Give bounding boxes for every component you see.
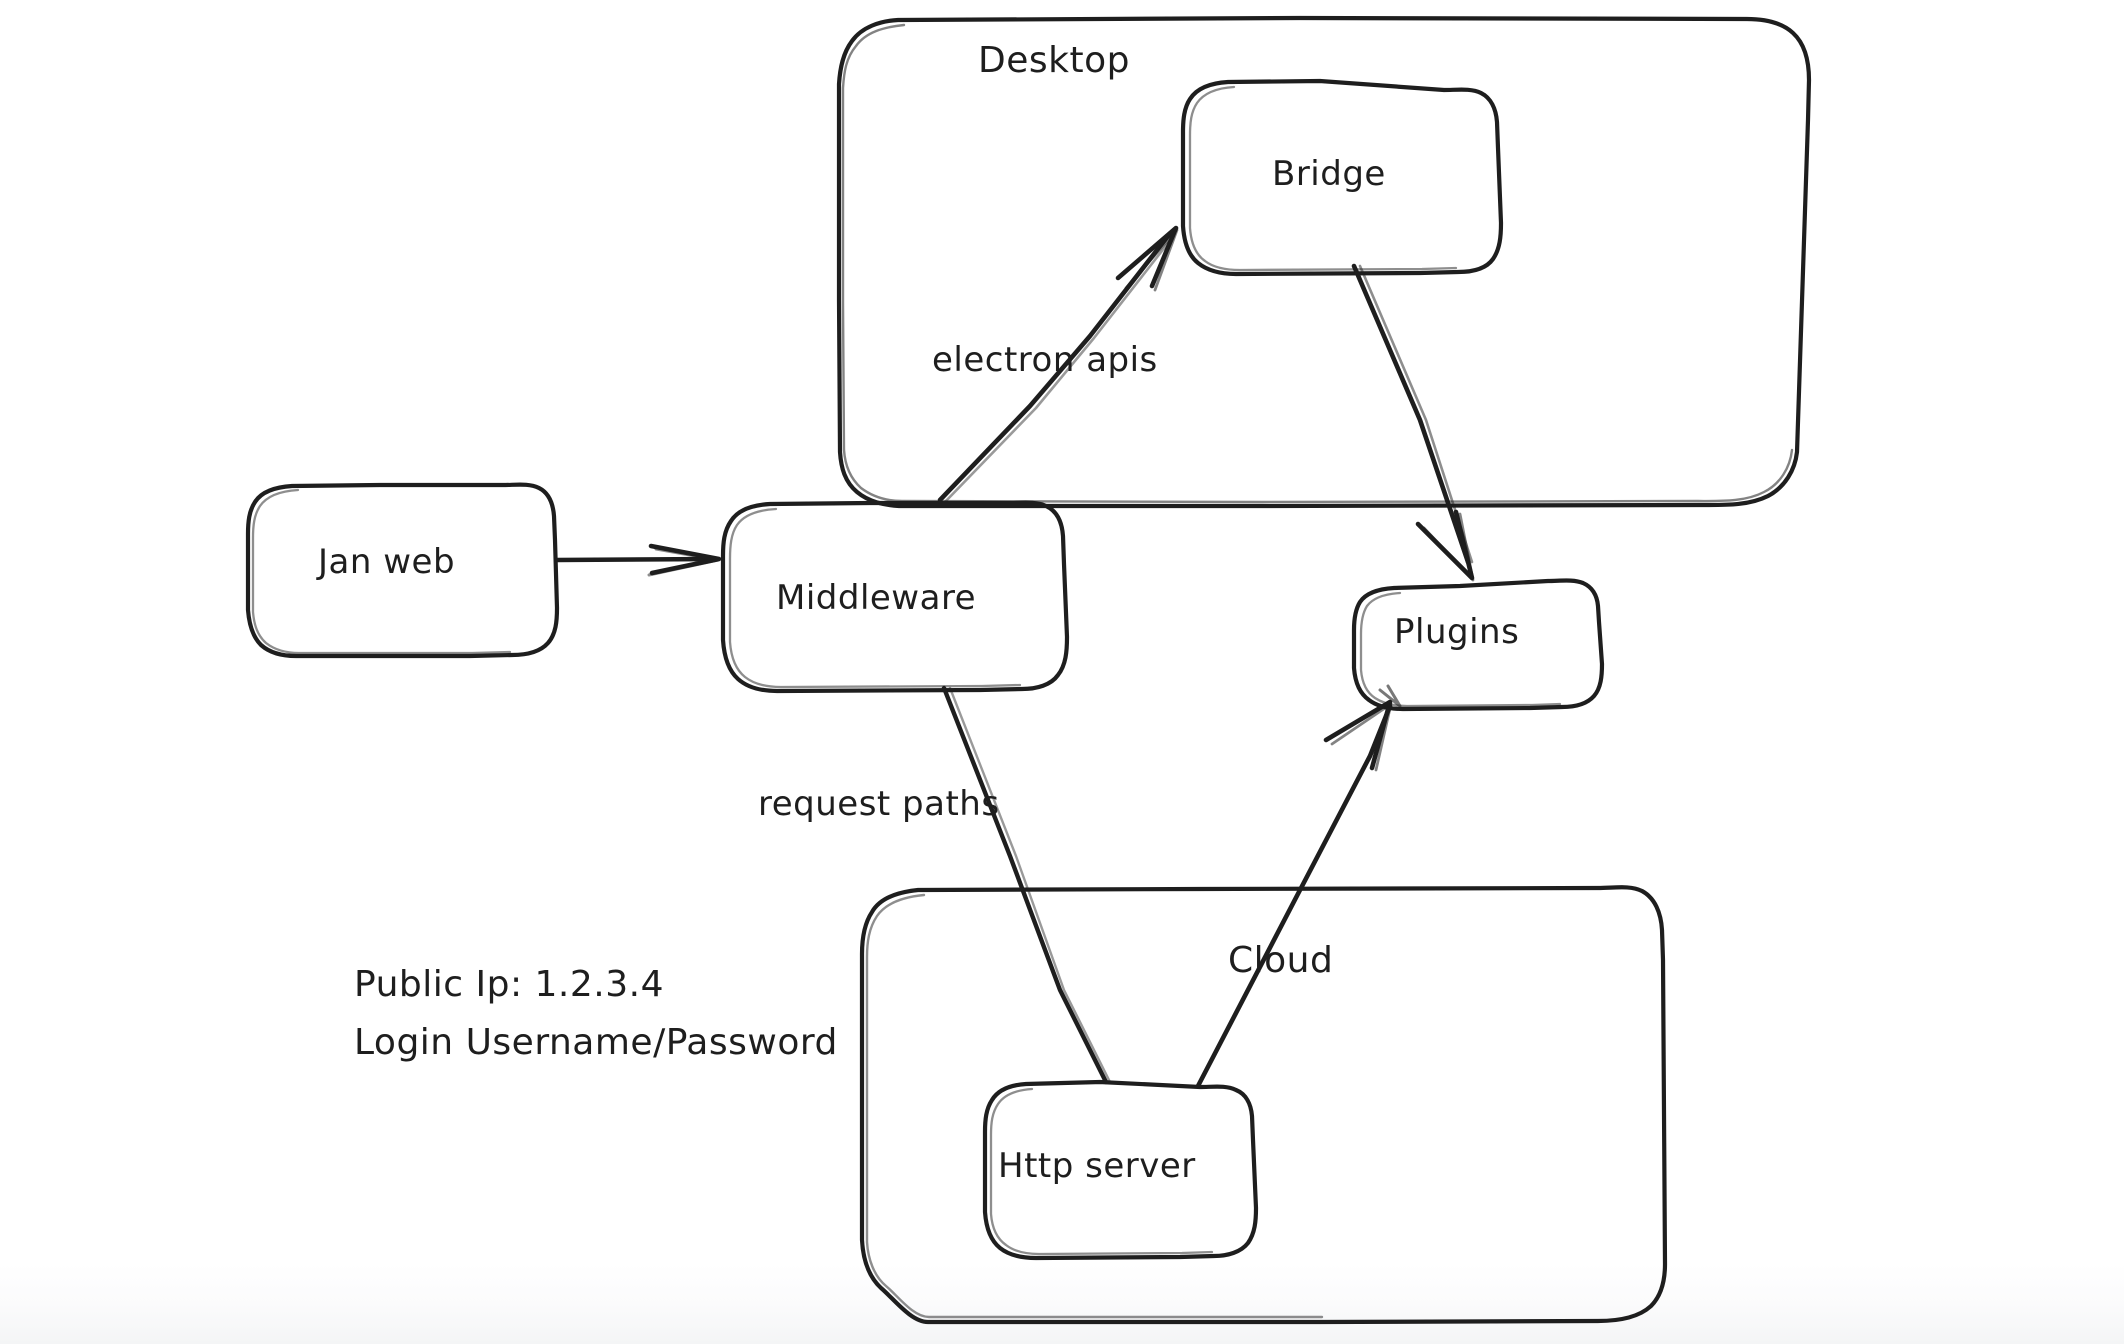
container-label-cloud: Cloud [1228, 940, 1334, 981]
node-label-plugins: Plugins [1394, 612, 1520, 652]
container-label-desktop: Desktop [978, 40, 1130, 81]
node-label-middleware: Middleware [776, 578, 977, 618]
edge-label-request-paths: request paths [758, 784, 1000, 824]
container-cloud-outline [859, 885, 1668, 1325]
edge-http-to-plugins [1195, 684, 1402, 1089]
node-http-server-outline [982, 1079, 1259, 1261]
container-desktop-outline [836, 15, 1812, 509]
edge-middleware-to-http [941, 685, 1112, 1085]
node-jan-web-outline [245, 482, 560, 659]
node-label-jan-web: Jan web [318, 542, 456, 582]
edge-middleware-to-bridge [937, 225, 1179, 505]
node-label-http-server: Http server [998, 1146, 1196, 1186]
edge-jan-to-middleware [554, 543, 722, 577]
edge-label-electron-apis: electron apis [932, 340, 1158, 380]
node-bridge-outline [1180, 78, 1504, 277]
node-label-bridge: Bridge [1272, 154, 1386, 194]
note-login: Login Username/Password [354, 1022, 838, 1063]
edge-bridge-to-plugins [1351, 263, 1475, 582]
note-public-ip: Public Ip: 1.2.3.4 [354, 964, 664, 1005]
node-middleware-outline [720, 500, 1070, 694]
